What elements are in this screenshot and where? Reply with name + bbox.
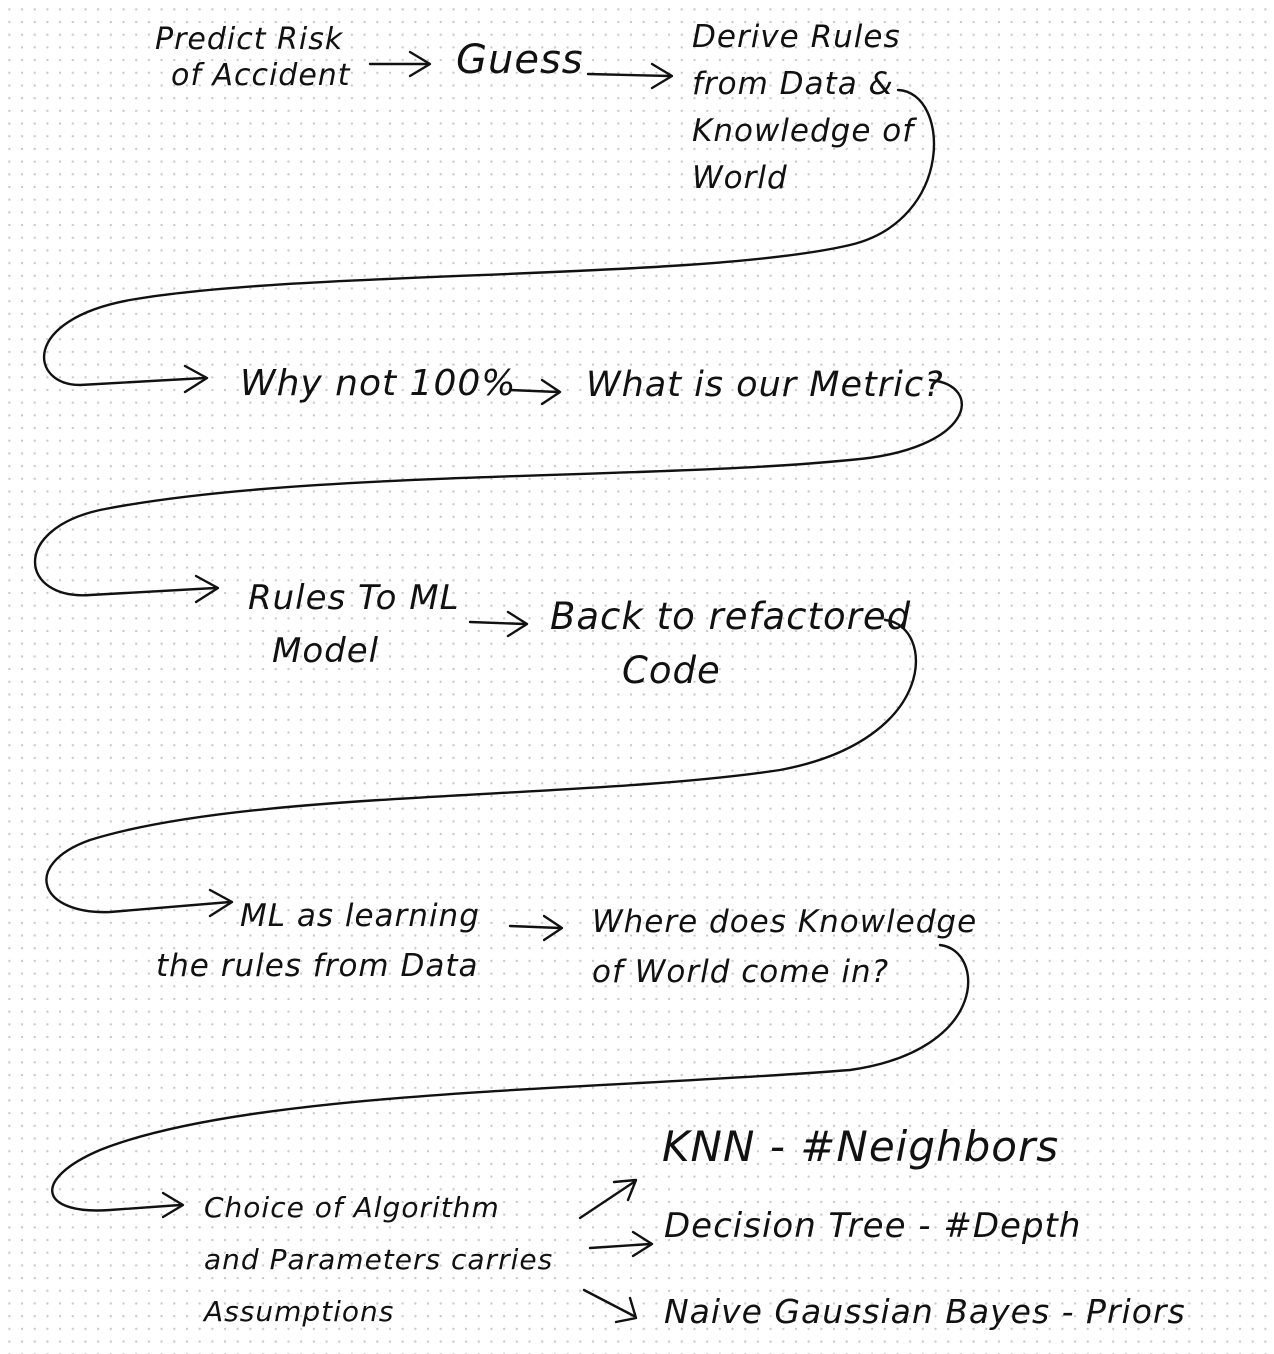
node-choice: Choice of Algorithm and Parameters carri… bbox=[204, 1182, 553, 1337]
node-line: Derive Rules bbox=[692, 19, 901, 55]
node-derive-rules: Derive Rules from Data & Knowledge of Wo… bbox=[692, 14, 914, 202]
node-why-not: Why not 100% bbox=[240, 362, 516, 405]
node-line: of World come in? bbox=[592, 953, 890, 990]
arrow-ml-to-knowledge bbox=[508, 914, 564, 942]
node-guess: Guess bbox=[456, 36, 584, 84]
arrow-predict-to-guess bbox=[368, 50, 432, 78]
node-knowledge: Where does Knowledge of World come in? bbox=[592, 898, 977, 997]
node-line: Predict Risk bbox=[155, 22, 344, 57]
node-line: Decision Tree - #Depth bbox=[664, 1206, 1082, 1246]
arrow-why-to-metric bbox=[508, 378, 562, 406]
node-line: of Accident bbox=[171, 58, 351, 93]
node-line: Guess bbox=[456, 37, 584, 83]
arrow-rules-to-refactored bbox=[468, 610, 529, 638]
node-line: Model bbox=[272, 630, 380, 671]
connector-row1-to-row2 bbox=[42, 88, 936, 394]
arrow-guess-to-derive bbox=[586, 62, 674, 90]
connector-row3-to-row4 bbox=[45, 618, 918, 918]
node-line: Assumptions bbox=[204, 1294, 395, 1328]
node-line: Naive Gaussian Bayes - Priors bbox=[664, 1292, 1186, 1331]
node-line: Why not 100% bbox=[240, 363, 517, 404]
arrow-choice-to-knn bbox=[578, 1178, 638, 1220]
node-line: What is our Metric? bbox=[586, 365, 944, 405]
node-line: and Parameters carries bbox=[204, 1242, 554, 1276]
node-line: ML as learning bbox=[240, 898, 480, 934]
arrow-choice-to-bayes bbox=[582, 1288, 638, 1324]
node-rules-to-ml: Rules To ML Model bbox=[248, 572, 460, 677]
node-line: Knowledge of bbox=[692, 113, 915, 150]
node-metric: What is our Metric? bbox=[586, 364, 944, 406]
node-line: Rules To ML bbox=[248, 578, 460, 618]
node-line: Back to refactored bbox=[550, 595, 912, 638]
node-line: the rules from Data bbox=[156, 947, 479, 984]
arrow-choice-to-tree bbox=[588, 1230, 654, 1258]
node-line: Choice of Algorithm bbox=[204, 1191, 500, 1224]
node-line: Code bbox=[622, 648, 721, 692]
node-line: World bbox=[692, 160, 788, 197]
connector-row2-to-row3 bbox=[33, 378, 964, 604]
node-line: KNN - #Neighbors bbox=[662, 1122, 1060, 1171]
node-line: Where does Knowledge bbox=[592, 904, 978, 940]
node-refactored: Back to refactored Code bbox=[550, 590, 911, 697]
node-predict-risk: Predict Risk of Accident bbox=[155, 22, 351, 94]
node-line: from Data & bbox=[692, 66, 894, 103]
node-knn: KNN - #Neighbors bbox=[662, 1122, 1059, 1172]
node-ml-learning: ML as learning the rules from Data bbox=[156, 892, 480, 991]
connector-row4-to-row5 bbox=[51, 943, 970, 1219]
node-naive-bayes: Naive Gaussian Bayes - Priors bbox=[664, 1292, 1186, 1332]
node-decision-tree: Decision Tree - #Depth bbox=[664, 1206, 1081, 1247]
